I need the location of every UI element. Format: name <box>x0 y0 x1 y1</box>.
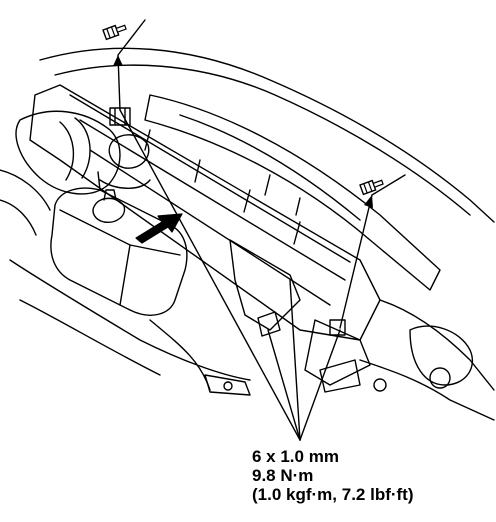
rail-detail <box>179 114 361 221</box>
right-fender <box>359 299 495 421</box>
hose-lower <box>0 169 51 236</box>
leader-line-callout-3 <box>267 329 301 441</box>
bracket-hole <box>223 381 233 391</box>
hose-band <box>59 117 91 181</box>
torque-alt-units-label: (1.0 kgf·m, 7.2 lbf·ft) <box>252 485 414 504</box>
center-bracket-tab <box>257 311 281 337</box>
torque-label: 9.8 N·m <box>252 466 314 485</box>
leader-line-callout-1 <box>119 109 301 441</box>
lower-frame <box>9 259 251 391</box>
bracket-bolt-right <box>329 319 346 336</box>
leader-line-right-bolt <box>339 174 406 329</box>
reservoir-cap <box>92 197 126 223</box>
support-ribs <box>144 129 301 245</box>
upper-rail <box>144 94 441 291</box>
radiator-support-top <box>69 94 351 306</box>
direction-arrow-icon <box>135 213 183 244</box>
reservoir-cap-knob <box>103 189 117 201</box>
bolt-arrowhead <box>113 55 123 66</box>
bolt-icon <box>359 179 384 196</box>
leader-line-callout-2 <box>299 329 341 441</box>
bolt-arrowhead <box>364 195 373 208</box>
leader-line-callout-4 <box>289 279 301 441</box>
right-knob <box>429 367 451 389</box>
bracket-bolt-top <box>109 107 131 126</box>
hood-edge <box>39 47 495 223</box>
lower-right-bracket <box>304 319 371 386</box>
right-nut <box>373 378 387 392</box>
center-bracket <box>229 239 301 331</box>
radiator-support <box>29 84 381 341</box>
bolt-icon <box>102 24 127 41</box>
lower-bracket <box>204 374 251 396</box>
radiator-cap <box>108 134 150 169</box>
lower-right-tab <box>319 359 361 393</box>
reservoir-tank <box>50 187 188 316</box>
reservoir-tank-top <box>59 209 181 306</box>
right-component <box>409 325 473 386</box>
cap-neck <box>97 171 151 191</box>
bolt-size-label: 6 x 1.0 mm <box>252 447 339 466</box>
